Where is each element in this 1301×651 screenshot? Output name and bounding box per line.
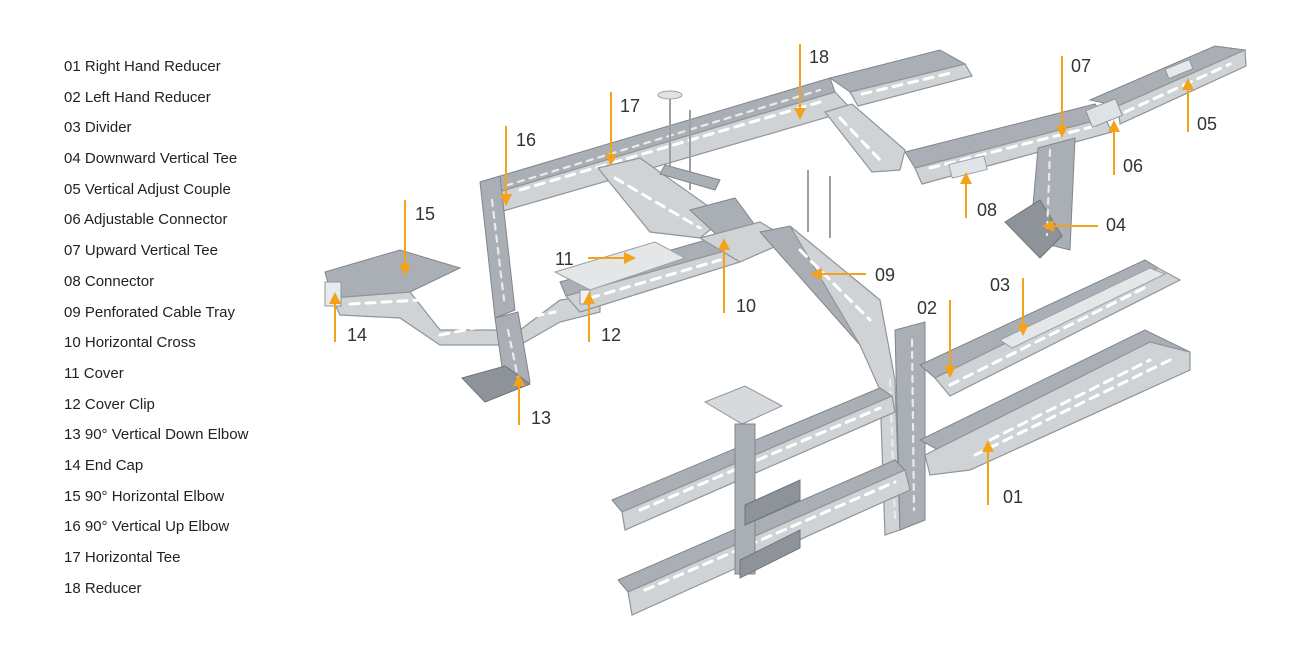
callout-label-01: 01 <box>1003 487 1023 507</box>
callout-label-07: 07 <box>1071 56 1091 76</box>
lower-right-runs <box>920 260 1190 475</box>
callout-label-10: 10 <box>736 296 756 316</box>
callout-label-13: 13 <box>531 408 551 428</box>
callout-label-06: 06 <box>1123 156 1143 176</box>
callout-label-14: 14 <box>347 325 367 345</box>
callout-label-15: 15 <box>415 204 435 224</box>
callout-label-12: 12 <box>601 325 621 345</box>
callout-label-16: 16 <box>516 130 536 150</box>
callout-label-09: 09 <box>875 265 895 285</box>
callout-label-17: 17 <box>620 96 640 116</box>
callout-label-02: 02 <box>917 298 937 318</box>
callout-label-08: 08 <box>977 200 997 220</box>
callout-label-18: 18 <box>809 47 829 67</box>
lower-left-runs <box>612 386 910 615</box>
callout-arrow-06 <box>1108 120 1120 132</box>
callout-label-04: 04 <box>1106 215 1126 235</box>
callout-label-11: 11 <box>555 249 574 269</box>
upper-tray-run <box>480 46 1246 212</box>
callout-label-03: 03 <box>990 275 1010 295</box>
callout-label-05: 05 <box>1197 114 1217 134</box>
